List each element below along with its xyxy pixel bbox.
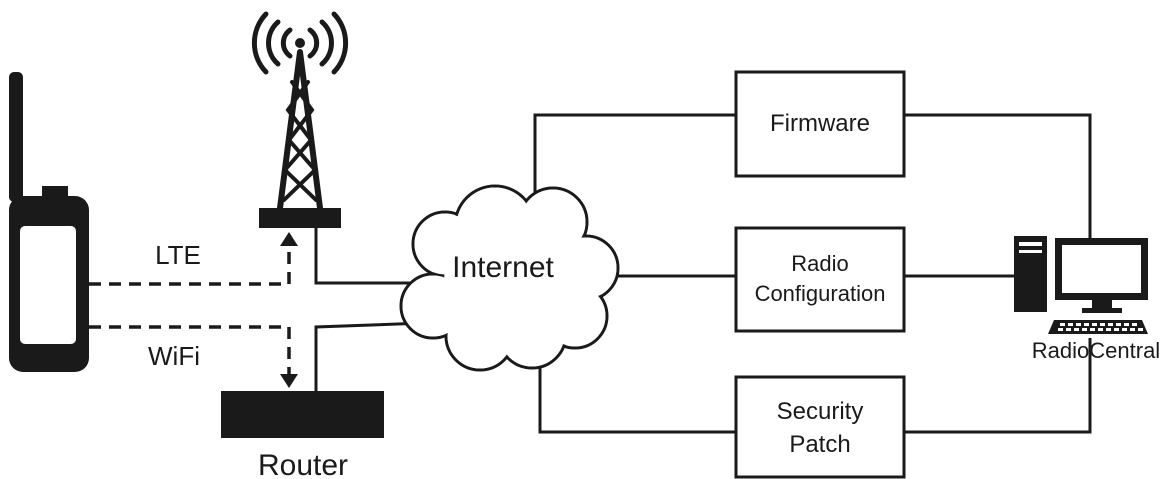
desktop-computer-icon [1014, 236, 1148, 334]
radio-configuration-box [734, 226, 906, 333]
radiocentral-label: RadioCentral [1032, 338, 1160, 363]
cell-tower-icon [251, 11, 349, 228]
security-patch-label-line1: Security [777, 398, 864, 425]
internet-to-firmware-line [533, 113, 736, 192]
firmware-to-radiocentral-line [904, 113, 1092, 238]
router-icon [221, 391, 384, 438]
firmware-label: Firmware [770, 110, 870, 137]
internet-cloud-fill [402, 187, 617, 369]
firmware-box [734, 70, 906, 178]
router-to-internet-line [314, 321, 426, 391]
keyboard [1048, 320, 1148, 334]
wifi-label: WiFi [148, 341, 200, 371]
security-to-radiocentral-line [904, 338, 1092, 434]
radio-configuration-label-line1: Radio [791, 251, 848, 276]
pc-tower [1014, 236, 1047, 312]
handheld-radio-icon [9, 72, 89, 372]
lte-label: LTE [155, 240, 201, 270]
tower-to-internet-line [314, 228, 422, 285]
radio-configuration-label-line2: Configuration [755, 281, 886, 306]
lte-link [89, 232, 298, 286]
wired-links [314, 113, 1092, 434]
wifi-link [89, 325, 298, 388]
security-patch-box [734, 375, 906, 479]
router-label: Router [258, 449, 348, 479]
security-patch-label-line2: Patch [789, 431, 850, 458]
internet-label: Internet [452, 251, 554, 284]
